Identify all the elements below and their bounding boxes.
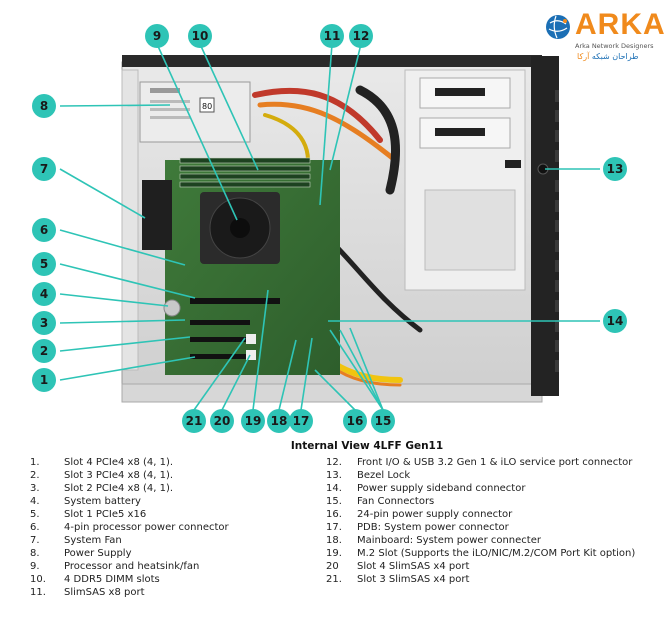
legend-item: 11.SlimSAS x8 port bbox=[30, 587, 145, 598]
callout-20: 20 bbox=[210, 409, 234, 433]
bezel-vents bbox=[555, 90, 559, 372]
callout-11: 11 bbox=[320, 24, 344, 48]
svg-text:4: 4 bbox=[40, 287, 48, 301]
legend-item: 13.Bezel Lock bbox=[326, 470, 411, 481]
legend-item: 1.Slot 4 PCIe4 x8 (4, 1). bbox=[30, 457, 174, 468]
svg-text:12: 12 bbox=[353, 29, 370, 43]
svg-text:1: 1 bbox=[40, 373, 48, 387]
callout-3: 3 bbox=[32, 311, 56, 335]
svg-text:18: 18 bbox=[271, 414, 288, 428]
callout-1: 1 bbox=[32, 368, 56, 392]
globe-icon bbox=[546, 15, 570, 39]
legend-item: 14.Power supply sideband connector bbox=[326, 483, 526, 494]
legend-item: 5.Slot 1 PCIe5 x16 bbox=[30, 509, 147, 520]
legend-item: 9.Processor and heatsink/fan bbox=[30, 561, 200, 572]
svg-text:15: 15 bbox=[375, 414, 392, 428]
logo-brand: ARKA bbox=[575, 8, 664, 41]
svg-text:11: 11 bbox=[324, 29, 341, 43]
legend-item: 12.Front I/O & USB 3.2 Gen 1 & iLO servi… bbox=[326, 457, 633, 468]
system-battery bbox=[163, 299, 181, 317]
system-fan bbox=[142, 180, 172, 250]
svg-text:21: 21 bbox=[186, 414, 203, 428]
svg-text:20: 20 bbox=[214, 414, 231, 428]
svg-text:8: 8 bbox=[40, 99, 48, 113]
diagram-caption: Internal View 4LFF Gen11 bbox=[290, 440, 444, 452]
callout-9: 9 bbox=[145, 24, 169, 48]
legend-item: 7.System Fan bbox=[30, 535, 122, 546]
arka-logo: ARKA Arka Network Designers طراحان شبکه … bbox=[545, 8, 664, 68]
legend-item: 15.Fan Connectors bbox=[326, 496, 435, 507]
legend-item: 4.System battery bbox=[30, 496, 141, 507]
legend-item: 18.Mainboard: System power connecter bbox=[326, 535, 541, 546]
legend-right: 12.Front I/O & USB 3.2 Gen 1 & iLO servi… bbox=[326, 456, 635, 586]
callouts: 1 2 3 4 5 6 7 8 9 10 11 12 13 14 15 16 1… bbox=[32, 24, 627, 433]
svg-text:9: 9 bbox=[153, 29, 161, 43]
svg-text:6: 6 bbox=[40, 223, 48, 237]
power-supply: 80 bbox=[139, 81, 251, 143]
callout-7: 7 bbox=[32, 157, 56, 181]
legend-left: 1.Slot 4 PCIe4 x8 (4, 1). 2.Slot 3 PCIe4… bbox=[30, 456, 229, 599]
legend-item: 17.PDB: System power connector bbox=[326, 522, 509, 533]
server-diagram: 80 bbox=[32, 8, 664, 433]
svg-text:10: 10 bbox=[192, 29, 209, 43]
svg-text:19: 19 bbox=[245, 414, 262, 428]
callout-18: 18 bbox=[267, 409, 291, 433]
slimsas-slot4 bbox=[246, 334, 256, 344]
svg-text:17: 17 bbox=[293, 414, 310, 428]
callout-10: 10 bbox=[188, 24, 212, 48]
legend-item: 10.4 DDR5 DIMM slots bbox=[30, 574, 160, 585]
slimsas-slot3 bbox=[246, 350, 256, 360]
callout-2: 2 bbox=[32, 339, 56, 363]
callout-21: 21 bbox=[182, 409, 206, 433]
front-bezel bbox=[531, 56, 559, 396]
motherboard bbox=[142, 157, 340, 375]
callout-5: 5 bbox=[32, 252, 56, 276]
callout-17: 17 bbox=[289, 409, 313, 433]
psu-80plus-label: 80 bbox=[202, 102, 212, 111]
legend-item: 19.M.2 Slot (Supports the iLO/NIC/M.2/CO… bbox=[326, 548, 636, 559]
callout-19: 19 bbox=[241, 409, 265, 433]
legend-item: 2.Slot 3 PCIe4 x8 (4, 1). bbox=[30, 470, 174, 481]
top-rail bbox=[122, 55, 542, 67]
svg-text:14: 14 bbox=[607, 314, 624, 328]
dimm-slots bbox=[179, 157, 311, 188]
logo-subtitle: Arka Network Designers bbox=[575, 42, 654, 50]
legend-item: 3.Slot 2 PCIe4 x8 (4, 1). bbox=[30, 483, 174, 494]
callout-6: 6 bbox=[32, 218, 56, 242]
svg-text:2: 2 bbox=[40, 344, 48, 358]
svg-text:7: 7 bbox=[40, 162, 48, 176]
legend-item: 16.24-pin power supply connector bbox=[326, 509, 513, 520]
callout-14: 14 bbox=[603, 309, 627, 333]
svg-text:3: 3 bbox=[40, 316, 48, 330]
callout-12: 12 bbox=[349, 24, 373, 48]
leader-lines bbox=[59, 43, 600, 411]
logo-farsi: طراحان شبکه آرکا bbox=[577, 52, 639, 61]
svg-text:13: 13 bbox=[607, 162, 624, 176]
server-internal-view: 80 bbox=[32, 24, 627, 433]
pcie-slots bbox=[190, 298, 280, 359]
callout-13: 13 bbox=[603, 157, 627, 181]
legend-item: 21.Slot 3 SlimSAS x4 port bbox=[326, 574, 470, 585]
svg-text:5: 5 bbox=[40, 257, 48, 271]
callout-4: 4 bbox=[32, 282, 56, 306]
callout-16: 16 bbox=[343, 409, 367, 433]
legend-item: 6.4-pin processor power connector bbox=[30, 522, 229, 533]
drive-bay bbox=[404, 69, 526, 291]
svg-text:16: 16 bbox=[347, 414, 364, 428]
callout-15: 15 bbox=[371, 409, 395, 433]
legend-item: 8.Power Supply bbox=[30, 548, 132, 559]
callout-8: 8 bbox=[32, 94, 56, 118]
